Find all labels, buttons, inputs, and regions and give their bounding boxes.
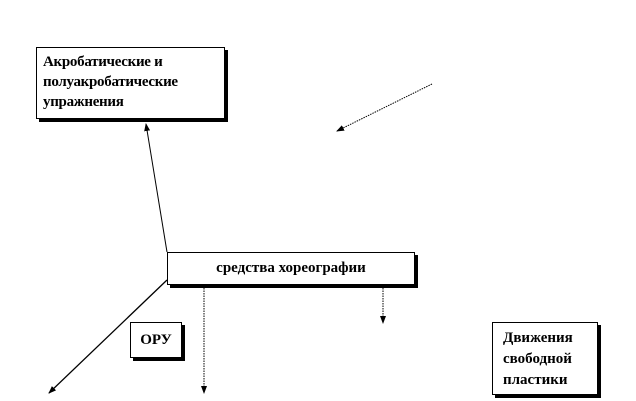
arrow-down-left — [48, 279, 168, 394]
node-free-movement: Движения свободной пластики — [492, 322, 598, 395]
node-oru: ОРУ — [130, 322, 182, 358]
node-free-movement-line-1: Движения — [503, 330, 573, 346]
node-acrobatic-line-2: полуакробатические — [43, 74, 178, 90]
node-oru-label: ОРУ — [140, 332, 172, 348]
node-free-movement-line-2: свободной — [503, 351, 572, 367]
node-acrobatic-line-3: упражнения — [43, 94, 124, 110]
arrow-from-upper-right — [336, 83, 433, 132]
node-choreography-label: средства хореографии — [216, 260, 366, 276]
node-acrobatic-exercises: Акробатические и полуакробатические упра… — [36, 47, 225, 119]
node-acrobatic-line-1: Акробатические и — [43, 54, 163, 70]
node-choreography-means: средства хореографии — [167, 252, 415, 285]
arrow-to-acrobatic — [144, 123, 168, 253]
node-free-movement-line-3: пластики — [503, 372, 568, 388]
